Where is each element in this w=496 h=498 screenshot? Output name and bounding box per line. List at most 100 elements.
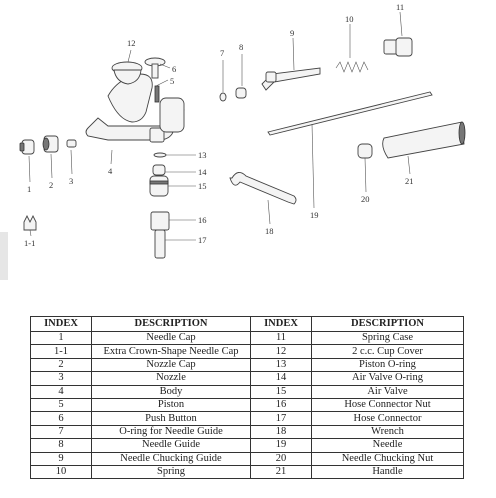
- callout-12: 12: [127, 38, 136, 48]
- callout-7: 7: [220, 48, 224, 58]
- cell-description: Piston O-ring: [311, 357, 464, 373]
- cell-index: 15: [250, 384, 312, 399]
- callout-13: 13: [198, 150, 207, 160]
- cell-index: 2: [30, 357, 92, 373]
- callout-4: 4: [108, 166, 113, 176]
- cell-description: Needle Guide: [91, 438, 251, 453]
- needle-guide-part: [235, 87, 247, 99]
- cell-index: 4: [30, 384, 92, 399]
- needle-part: [267, 91, 433, 136]
- callout-17: 17: [198, 235, 207, 245]
- callout-15: 15: [198, 181, 207, 191]
- needle-cap-part: [19, 139, 35, 155]
- cup-cover-part: [111, 61, 143, 85]
- callout-21: 21: [405, 176, 414, 186]
- cell-index: 17: [250, 411, 312, 426]
- cell-index: 1-1: [30, 344, 92, 359]
- callout-18: 18: [265, 226, 274, 236]
- crown-needle-cap-part: [23, 214, 37, 231]
- cell-index: 16: [250, 397, 312, 413]
- cell-description: Body: [91, 384, 251, 399]
- callout-8: 8: [239, 42, 243, 52]
- cell-description: Piston: [91, 397, 251, 413]
- cell-description: Needle Chucking Guide: [91, 451, 251, 466]
- nozzle-part: [66, 139, 77, 148]
- push-button-part: [144, 57, 166, 79]
- cell-description: Needle Cap: [91, 330, 251, 346]
- cell-index: 8: [30, 438, 92, 453]
- callout-1-1: 1-1: [24, 238, 35, 248]
- spring-case-part: [383, 37, 413, 57]
- cell-description: Nozzle Cap: [91, 357, 251, 373]
- cell-description: Push Button: [91, 411, 251, 426]
- cell-description: Air Valve O-ring: [311, 371, 464, 386]
- exploded-parts-diagram: 1 1-1 2 3 4 5 6 7 8 9 10 11 12 13 14 15 …: [19, 2, 466, 259]
- hose-connector-part: [150, 211, 170, 259]
- cell-index: 7: [30, 424, 92, 440]
- cell-index: 5: [30, 397, 92, 413]
- cell-description: Wrench: [311, 424, 464, 440]
- callout-labels: 1 1-1 2 3 4 5 6 7 8 9 10 11 12 13 14 15 …: [24, 2, 414, 248]
- cell-description: Spring Case: [311, 330, 464, 346]
- cell-index: 10: [30, 464, 92, 480]
- cell-description: Extra Crown-Shape Needle Cap: [91, 344, 251, 359]
- cell-index: 11: [250, 330, 312, 346]
- needle-chucking-guide-part: [261, 67, 321, 91]
- callout-1: 1: [27, 184, 31, 194]
- callout-11: 11: [396, 2, 404, 12]
- callout-9: 9: [290, 28, 294, 38]
- cell-index: 21: [250, 464, 312, 480]
- cell-description: Needle Chucking Nut: [311, 451, 464, 466]
- table-header-row: INDEX DESCRIPTION INDEX DESCRIPTION: [30, 316, 464, 332]
- cell-description: Nozzle: [91, 371, 251, 386]
- callout-3: 3: [69, 176, 73, 186]
- header-index-left: INDEX: [30, 316, 92, 332]
- piston-oring-part: [153, 152, 167, 158]
- header-description-left: DESCRIPTION: [91, 316, 251, 332]
- cell-index: 13: [250, 357, 312, 373]
- cell-index: 9: [30, 451, 92, 466]
- cell-index: 1: [30, 330, 92, 346]
- cell-index: 6: [30, 411, 92, 426]
- cell-description: Needle: [311, 438, 464, 453]
- callout-2: 2: [49, 180, 53, 190]
- handle-part: [382, 121, 466, 159]
- cell-description: Spring: [91, 464, 251, 480]
- cell-description: Hose Connector: [311, 411, 464, 426]
- cell-description: Air Valve: [311, 384, 464, 399]
- header-description-right: DESCRIPTION: [311, 316, 464, 332]
- cell-index: 18: [250, 424, 312, 440]
- piston-part: [154, 85, 160, 103]
- cell-description: 2 c.c. Cup Cover: [311, 344, 464, 359]
- nozzle-cap-part: [42, 135, 59, 153]
- callout-10: 10: [345, 14, 354, 24]
- needle-chucking-nut-part: [357, 143, 373, 159]
- cell-index: 14: [250, 371, 312, 386]
- callout-16: 16: [198, 215, 207, 225]
- cell-index: 20: [250, 451, 312, 466]
- wrench-part: [229, 172, 297, 205]
- callout-19: 19: [310, 210, 319, 220]
- needle-guide-oring-part: [219, 92, 227, 102]
- air-valve-part: [149, 164, 169, 197]
- callout-14: 14: [198, 167, 207, 177]
- cell-index: 19: [250, 438, 312, 453]
- header-index-right: INDEX: [250, 316, 312, 332]
- cell-description: Handle: [311, 464, 464, 480]
- cell-index: 12: [250, 344, 312, 359]
- leader-lines: [28, 11, 411, 241]
- cell-description: Hose Connector Nut: [311, 397, 464, 413]
- airbrush-body-part: [85, 73, 185, 143]
- cell-index: 3: [30, 371, 92, 386]
